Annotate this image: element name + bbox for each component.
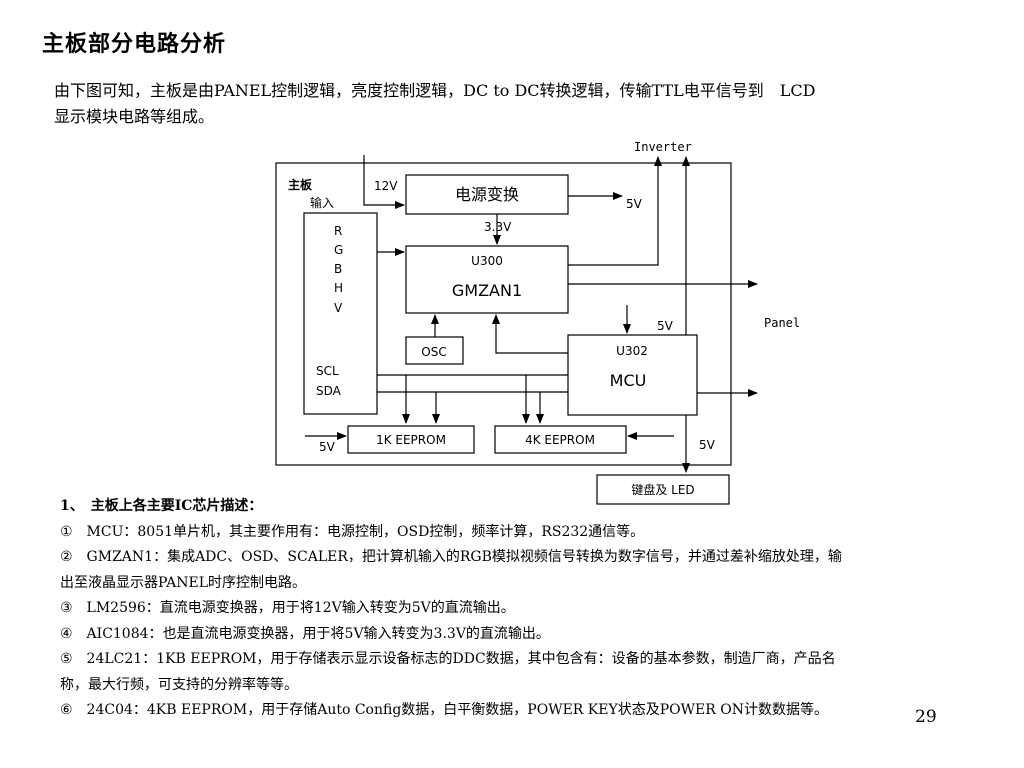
item-lm2596: ③ LM2596：直流电源变换器，用于将12V输入转变为5V的直流输出。 [60, 600, 515, 616]
item-gmzan1: ② GMZAN1：集成ADC、OSD、SCALER，把计算机输入的RGB模拟视频… [60, 549, 842, 565]
v33-label: 3.3V [484, 220, 512, 234]
signal-g: G [334, 243, 343, 257]
section-heading: 1、 主板上各主要IC芯片描述： [60, 498, 263, 514]
keyboard-block [596, 474, 730, 505]
osc-label: OSC [421, 345, 446, 359]
input-label: 输入 [310, 195, 334, 210]
ic-description-section: 1、 主板上各主要IC芯片描述： ① MCU：8051单片机，其主要作用有：电源… [60, 494, 990, 724]
signal-h: H [334, 281, 343, 295]
panel-label: Panel [764, 316, 800, 330]
signal-r: R [334, 224, 342, 238]
v12-label: 12V [374, 179, 398, 193]
eeprom-4k-label: 4K EEPROM [525, 433, 595, 447]
signal-b: B [334, 262, 342, 276]
signal-sda: SDA [316, 384, 342, 398]
u300-block [405, 245, 569, 314]
board-label: 主板 [288, 177, 313, 192]
power-block-label: 电源变换 [455, 185, 519, 204]
keyboard-label: 键盘及 LED [631, 482, 694, 497]
inverter-label: Inverter [634, 140, 692, 154]
power-5v-label: 5V [626, 197, 643, 211]
u302-name: MCU [610, 371, 647, 390]
board-outline [275, 162, 732, 466]
eeprom-4k-block [494, 425, 627, 454]
eeprom-1k-label: 1K EEPROM [376, 433, 446, 447]
u302-id: U302 [616, 344, 648, 358]
mcu-to-u300 [492, 314, 568, 354]
keyboard-5v-label: 5V [699, 438, 716, 452]
item-aic1084: ④ AIC1084：也是直流电源变换器，用于将5V输入转变为3.3V的直流输出。 [60, 625, 550, 642]
item-24lc21-cont: 称，最大行频，可支持的分辨率等等。 [60, 676, 298, 693]
u300-name: GMZAN1 [452, 281, 522, 300]
intro-line-1: 由下图可知，主板是由PANEL控制逻辑，亮度控制逻辑，DC to DC转换逻辑，… [54, 81, 816, 100]
input-block [303, 212, 378, 415]
signal-v: V [334, 301, 343, 315]
eeprom-1k-5v-label: 5V [319, 440, 336, 454]
item-24c04: ⑥ 24C04：4KB EEPROM，用于存储Auto Config数据，白平衡… [60, 702, 828, 718]
u300-id: U300 [471, 254, 503, 268]
page-title: 主板部分电路分析 [42, 32, 227, 57]
item-gmzan1-cont: 出至液晶显示器PANEL时序控制电路。 [60, 574, 307, 591]
intro-line-2: 显示模块电路等组成。 [54, 107, 215, 126]
block-diagram: 主板 输入 R G B H V SCL SDA 电源变换 12V 5V 3.3V… [275, 140, 800, 505]
eeprom-1k-block [347, 425, 475, 454]
page-number: 29 [915, 707, 937, 727]
item-mcu: ① MCU：8051单片机，其主要作用有：电源控制，OSD控制，频率计算，RS2… [60, 523, 645, 540]
mcu-5v-label: 5V [657, 319, 674, 333]
signal-scl: SCL [316, 364, 339, 378]
power-block [405, 174, 569, 215]
v12-line [363, 155, 405, 209]
item-24lc21: ⑤ 24LC21：1KB EEPROM，用于存储表示显示设备标志的DDC数据，其… [60, 651, 836, 667]
inverter-line-1 [568, 156, 662, 266]
intro-paragraph: 由下图可知，主板是由PANEL控制逻辑，亮度控制逻辑，DC to DC转换逻辑，… [54, 78, 984, 130]
